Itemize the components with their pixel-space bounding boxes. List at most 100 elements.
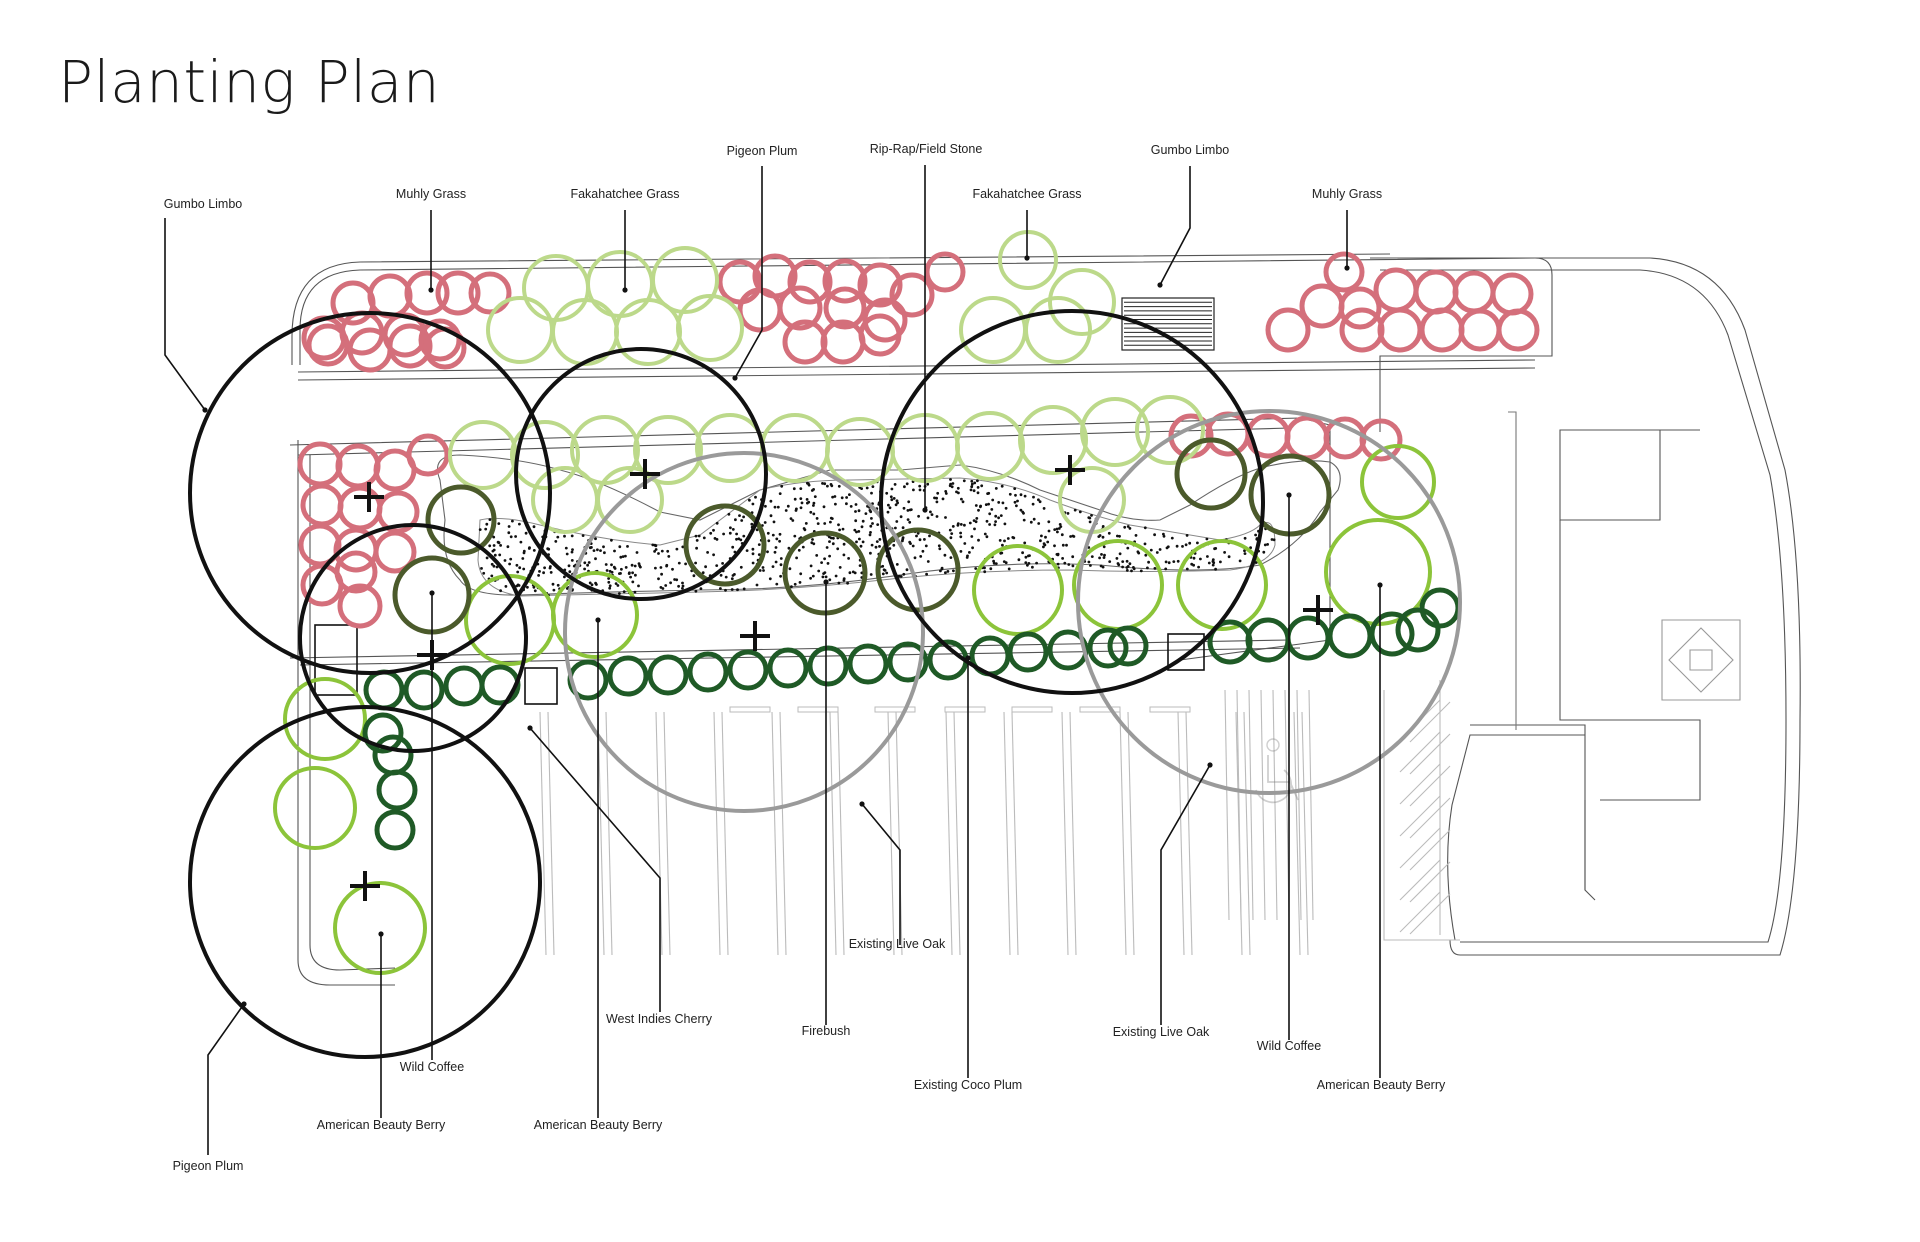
rip-rap-stone [861, 540, 865, 544]
rip-rap-stone [1266, 543, 1269, 546]
wild-coffee-plant [847, 643, 889, 685]
rip-rap-stone [1003, 539, 1006, 543]
parking-stall-line [1177, 711, 1185, 956]
rip-rap-stone [772, 520, 776, 524]
rip-rap-stone [1063, 561, 1067, 565]
rip-rap-stone [1126, 525, 1130, 528]
parking-hatch-line [1409, 701, 1451, 743]
rip-rap-stone [987, 502, 990, 506]
rip-rap-stone [608, 586, 612, 590]
rip-rap-stone [941, 497, 945, 501]
rip-rap-stone [875, 540, 879, 543]
rip-rap-stone [946, 570, 950, 573]
rip-rap-stone [583, 567, 586, 571]
rip-rap-stone [568, 570, 572, 574]
rip-rap-stone [1185, 534, 1189, 537]
rip-rap-stone [1176, 559, 1180, 563]
rip-rap-stone [588, 581, 592, 585]
rip-rap-stone [854, 503, 858, 506]
rip-rap-stone [619, 555, 623, 559]
rip-rap-stone [1042, 507, 1046, 510]
rip-rap-stone [565, 552, 569, 556]
rip-rap-stone [1143, 542, 1147, 546]
rip-rap-stone [960, 497, 963, 501]
rip-rap-stone [1211, 563, 1215, 567]
rip-rap-stone [809, 576, 812, 580]
rip-rap-stone [903, 485, 906, 489]
rip-rap-stone [702, 536, 706, 540]
wild-coffee-plant [443, 665, 485, 707]
rip-rap-stone [853, 528, 857, 532]
rip-rap-stone [870, 517, 873, 520]
rip-rap-stone [524, 531, 528, 535]
muhly-grass-plant [1490, 272, 1534, 316]
rip-rap-stone [1207, 561, 1211, 565]
rip-rap-stone [829, 516, 833, 520]
rip-rap-stone [712, 553, 715, 557]
rip-rap-stone [905, 482, 909, 486]
rip-rap-stone [926, 560, 930, 563]
rip-rap-stone [621, 555, 625, 558]
rip-rap-stone [792, 487, 796, 491]
rip-rap-stone [809, 510, 813, 514]
rip-rap-stone [780, 484, 784, 488]
wheel-stop [797, 706, 839, 713]
rip-rap-stone [944, 492, 948, 495]
rip-rap-stone [675, 547, 679, 551]
tree-center-mark [350, 871, 380, 901]
rip-rap-stone [548, 566, 552, 570]
rip-rap-stone [959, 535, 963, 539]
rip-rap-stone [1087, 560, 1091, 564]
rip-rap-stone [1024, 561, 1028, 564]
rip-rap-stone [1022, 518, 1026, 522]
rip-rap-stone [795, 556, 798, 560]
rip-rap-stone [1190, 562, 1194, 566]
rip-rap-stone [631, 580, 635, 584]
rip-rap-stone [478, 528, 482, 531]
label-leader-dot [595, 617, 601, 623]
rip-rap-stone [977, 508, 980, 512]
rip-rap-stone [631, 571, 634, 575]
rip-rap-stone [845, 496, 848, 499]
rip-rap-stone [1088, 520, 1092, 524]
rip-rap-stone [768, 577, 772, 581]
rip-rap-stone [994, 562, 998, 565]
parking-hatch-line [1409, 829, 1451, 871]
muhly-grass-plant [373, 530, 417, 574]
rip-rap-stone [604, 563, 608, 566]
rip-rap-stone [694, 561, 697, 565]
rip-rap-stone [735, 532, 738, 536]
rip-rap-stone [639, 565, 642, 569]
rip-rap-stone [587, 561, 591, 564]
rip-rap-stone [969, 488, 973, 492]
rip-rap-stone [614, 582, 618, 585]
rip-rap-stone [675, 578, 679, 582]
rip-rap-stone [1128, 527, 1132, 530]
wild-coffee-plant [1327, 613, 1373, 659]
rip-rap-stone [745, 549, 749, 552]
rip-rap-stone [845, 502, 848, 506]
rip-rap-stone [729, 526, 732, 530]
rip-rap-stone [590, 583, 594, 587]
parking-stall-line [1243, 711, 1251, 956]
firebush-plant [683, 503, 767, 587]
rip-rap-stone [719, 573, 723, 577]
label-pigeon-plum-bottom: Pigeon Plum [173, 1159, 244, 1173]
label-muhly-grass-left: Muhly Grass [396, 187, 466, 201]
label-leader-dot [859, 801, 865, 807]
rip-rap-stone [771, 565, 775, 568]
rip-rap-stone [764, 504, 767, 508]
rip-rap-stone [821, 482, 824, 485]
rip-rap-stone [681, 581, 684, 585]
rip-rap-stone [1116, 534, 1119, 538]
rip-rap-stone [803, 528, 807, 532]
rip-rap-stone [498, 553, 502, 557]
fakahatchee-grass-plant [695, 413, 765, 483]
rip-rap-stone [834, 502, 837, 506]
rip-rap-stone [704, 565, 707, 569]
rip-rap-stone [493, 553, 497, 557]
muhly-grass-plant [1419, 307, 1465, 353]
rip-rap-stone [881, 572, 885, 576]
rip-rap-stone [778, 492, 782, 495]
rip-rap-stone [491, 549, 495, 553]
